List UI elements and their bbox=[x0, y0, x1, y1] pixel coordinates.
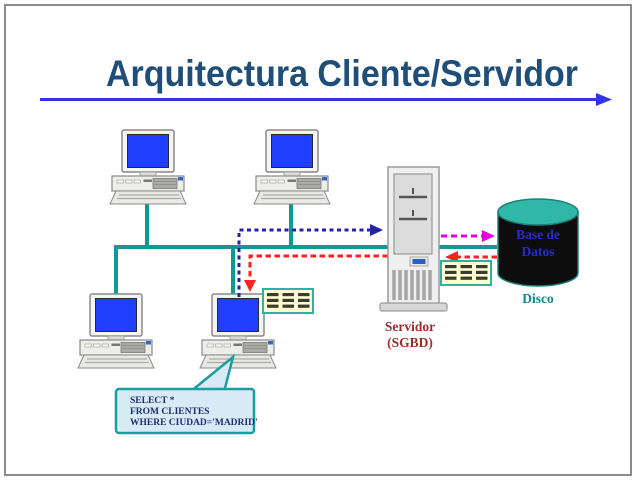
tower-server-icon bbox=[379, 166, 448, 312]
disk-label: Disco bbox=[522, 291, 554, 306]
client-computer-1 bbox=[109, 129, 187, 205]
disk-cylinder-icon: Base de Datos bbox=[497, 198, 579, 287]
database-body bbox=[497, 211, 579, 287]
response-arrow-server-to-client bbox=[244, 254, 388, 292]
server-label-line2: (SGBD) bbox=[387, 335, 433, 350]
database-top bbox=[497, 198, 579, 226]
arrowhead-into-client bbox=[244, 280, 256, 292]
database-label-line1: Base de bbox=[516, 227, 560, 242]
response-path-server-to-client bbox=[248, 254, 388, 281]
sql-callout: SELECT * FROM CLIENTES WHERE CIUDAD='MAD… bbox=[114, 353, 258, 435]
server-label-line1: Servidor bbox=[385, 319, 435, 334]
arrowhead-into-server bbox=[370, 224, 383, 236]
sql-line-3: WHERE CIUDAD='MADRID' bbox=[130, 418, 258, 428]
callout-bubble bbox=[114, 387, 256, 435]
server-power-button bbox=[412, 259, 426, 264]
arrow-right-icon bbox=[40, 93, 612, 106]
client-computer-3 bbox=[77, 293, 155, 369]
sql-line-2: FROM CLIENTES bbox=[130, 407, 209, 417]
page-title: Arquitectura Cliente/Servidor bbox=[106, 53, 578, 94]
query-arrow-client-to-server bbox=[237, 224, 383, 297]
callout-pointer-join bbox=[192, 390, 222, 394]
server-vents bbox=[392, 270, 432, 300]
arrowhead-into-disk bbox=[482, 230, 495, 242]
sql-line-1: SELECT * bbox=[130, 396, 175, 406]
result-table-server bbox=[440, 260, 492, 286]
database-label-line2: Datos bbox=[522, 244, 555, 259]
query-arrow-server-to-disk bbox=[441, 230, 495, 242]
client-computer-2 bbox=[253, 129, 331, 205]
title-underline-arrowhead bbox=[596, 93, 612, 106]
server-base bbox=[379, 302, 448, 312]
result-table-client bbox=[262, 288, 314, 314]
